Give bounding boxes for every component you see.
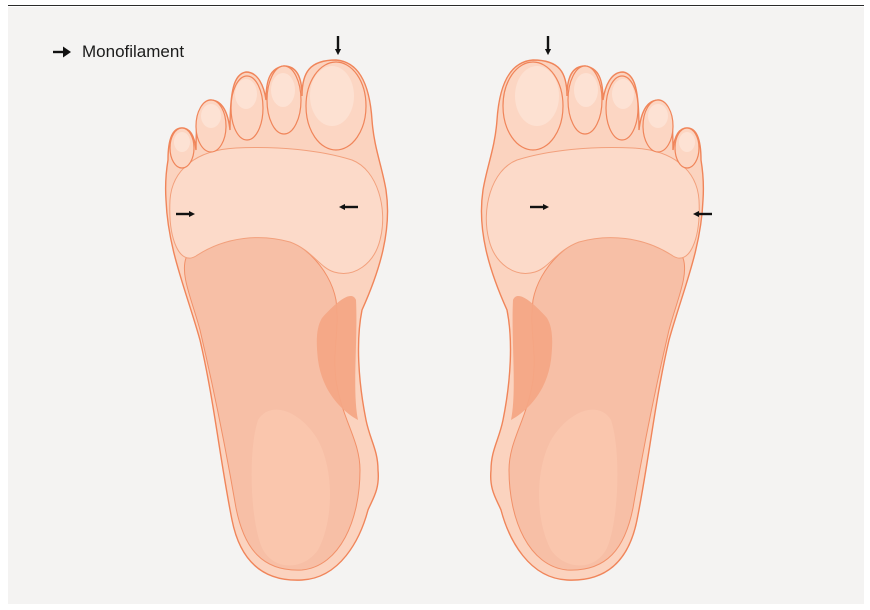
right-foot bbox=[481, 60, 703, 580]
left-foot bbox=[166, 60, 388, 580]
